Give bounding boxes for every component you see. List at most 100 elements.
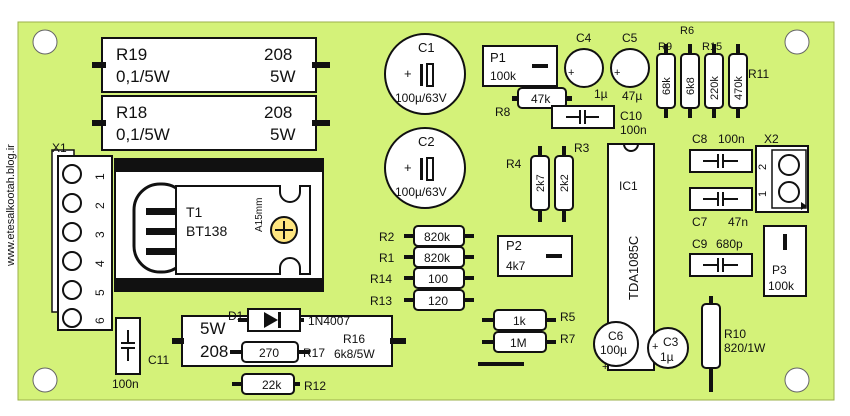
x2-pin-1: 1 (757, 191, 769, 197)
r17-ref: R17 (303, 346, 325, 360)
c10-ref: C10 (620, 109, 642, 123)
r16-val2: 208 (200, 342, 228, 361)
x2-ref: X2 (764, 132, 779, 146)
c9-value: 680p (716, 237, 743, 251)
side-url: www.etesalkootah.blog.ir (5, 144, 17, 267)
c7-ref: C7 (692, 215, 708, 229)
x1-ref: X1 (52, 141, 67, 155)
capacitor-c11: C11 100n (112, 317, 169, 391)
ic1-part: TDA1085C (626, 236, 641, 300)
resistor-r1: 820k R1 (379, 246, 474, 268)
resistor-r6: 6k8 R6 (680, 25, 700, 118)
x1-pin-5: 5 (93, 289, 107, 296)
capacitor-c3: + C3 1µ (647, 327, 689, 369)
r2-ref: R2 (379, 230, 395, 244)
triac-t1: T1 BT138 A15mm (114, 158, 324, 292)
trimmer-p2: P2 4k7 (497, 235, 573, 277)
mount-hole-bl (32, 367, 58, 393)
r16-ref: R16 (343, 332, 365, 346)
t1-part: BT138 (186, 223, 227, 239)
p3-value: 100k (768, 279, 795, 293)
r13-ref: R13 (370, 294, 392, 308)
r18-ref: R18 (116, 103, 147, 122)
c11-value: 100n (112, 377, 139, 391)
r7-ref: R7 (560, 332, 576, 346)
c11-ref: C11 (148, 353, 169, 367)
r7-value: 1M (510, 336, 527, 350)
resistor-r11: 470k R11 (728, 44, 769, 118)
r3-ref: R3 (574, 141, 590, 155)
side-url-strip: www.etesalkootah.blog.ir (2, 0, 18, 416)
capacitor-c5: + C5 47µ (610, 31, 650, 103)
c6-ref: C6 (608, 329, 624, 343)
t1-ref: T1 (186, 204, 203, 220)
capacitor-c9: C9 680p (689, 237, 753, 277)
c7-value: 47n (728, 215, 748, 229)
mount-hole-tr (784, 29, 810, 55)
resistor-r18: R18 208 0,1/5W 5W (92, 95, 330, 151)
c2-value: 100µ/63V (395, 185, 447, 199)
r2-value: 820k (424, 230, 451, 244)
c4-value: 1µ (594, 87, 608, 101)
c3-ref: C3 (663, 335, 679, 349)
r1-ref: R1 (379, 251, 395, 265)
c8-ref: C8 (692, 132, 708, 146)
resistor-r9: 68k R9 (656, 41, 676, 118)
resistor-r3: 2k2 R3 (554, 141, 590, 222)
p2-value: 4k7 (506, 259, 526, 273)
resistor-r12: 22k R12 (232, 373, 326, 395)
r8-ref: R8 (495, 105, 511, 119)
svg-text:+: + (404, 66, 412, 81)
p3-ref: P3 (772, 263, 787, 277)
t1-heatsink: A15mm (254, 198, 265, 232)
x1-pin-3: 3 (93, 231, 107, 238)
c10-value: 100n (620, 123, 647, 137)
c4-ref: C4 (576, 31, 592, 45)
svg-text:+: + (602, 361, 608, 373)
c6-value: 100µ (600, 343, 627, 357)
mount-hole-tl (32, 29, 58, 55)
r9-value: 68k (661, 77, 673, 95)
capacitor-c4: + C4 1µ (564, 31, 608, 101)
trimmer-p1: P1 100k (482, 45, 558, 87)
r15-value: 220k (709, 76, 721, 100)
r18-power: 5W (270, 125, 296, 144)
r6-value: 6k8 (685, 77, 697, 95)
svg-text:+: + (404, 160, 412, 175)
r10-ref: R10 (724, 327, 746, 341)
r8-value: 47k (531, 92, 551, 106)
mount-hole-br (784, 367, 810, 393)
p2-ref: P2 (506, 238, 522, 253)
resistor-r17: 270 R17 (230, 341, 325, 363)
c8-value: 100n (718, 132, 745, 146)
r11-value: 470k (733, 76, 745, 100)
x1-pin-2: 2 (93, 202, 107, 209)
r11-ref: R11 (748, 67, 769, 81)
jumper-bar (478, 362, 524, 366)
d1-part: 1N4007 (308, 314, 350, 328)
r19-power: 5W (270, 67, 296, 86)
r16-value: 6k8/5W (334, 347, 375, 361)
resistor-r14: 100 R14 (370, 267, 474, 289)
x1-pin-6: 6 (93, 317, 107, 324)
r4-value: 2k7 (535, 174, 547, 192)
r5-ref: R5 (560, 310, 576, 324)
r5-value: 1k (513, 314, 527, 328)
ic1-ref: IC1 (619, 179, 638, 193)
r4-ref: R4 (506, 157, 522, 171)
r12-ref: R12 (304, 379, 326, 393)
r10-value: 820/1W (724, 341, 766, 355)
capacitor-c6: + C6 100µ (593, 321, 639, 373)
c2-ref: C2 (418, 134, 435, 149)
resistor-r8: 47k R8 (495, 87, 572, 119)
r14-value: 100 (428, 272, 448, 286)
d1-ref: D1 (228, 309, 244, 323)
p1-value: 100k (490, 69, 517, 83)
p1-ref: P1 (490, 50, 506, 65)
r19-value: 208 (264, 45, 292, 64)
c1-ref: C1 (418, 40, 435, 55)
c1-value: 100µ/63V (395, 91, 447, 105)
connector-x2: 2 1 X2 (755, 132, 809, 213)
